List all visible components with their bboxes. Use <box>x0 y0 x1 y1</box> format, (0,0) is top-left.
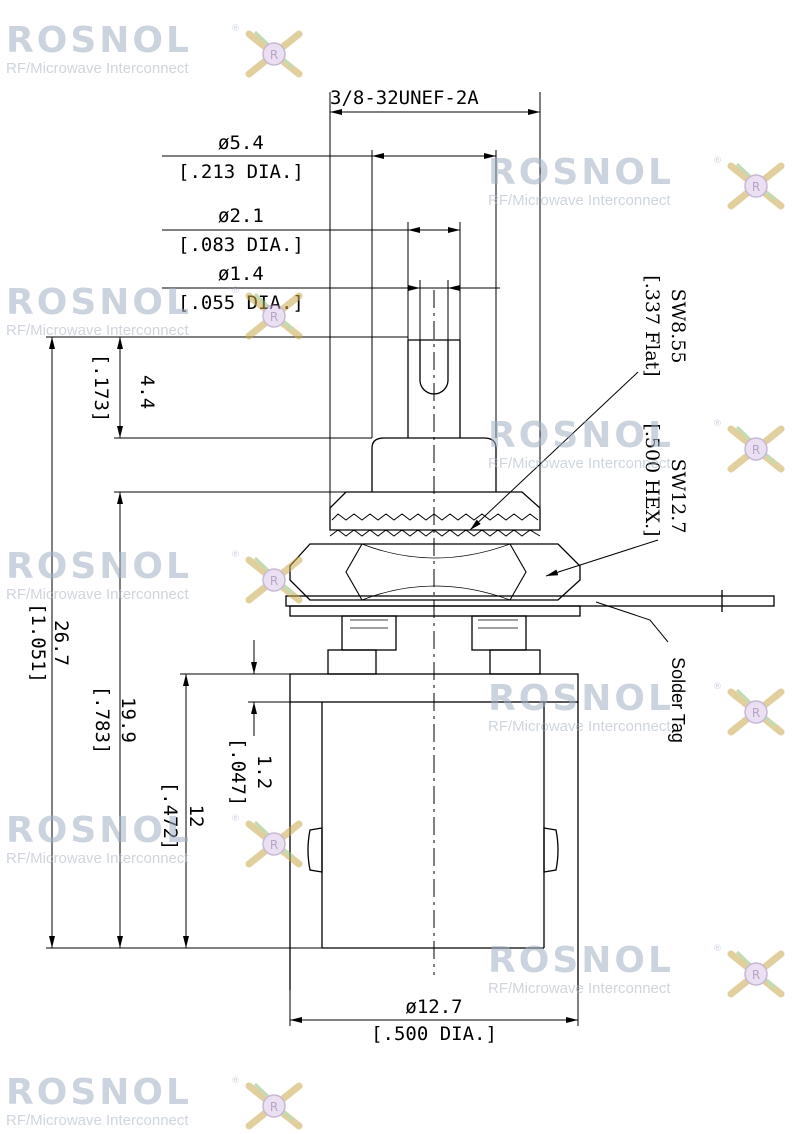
dim-d127-in: [.500 DIA.] <box>371 1023 497 1045</box>
watermark-tagline: RF/Microwave Interconnect <box>488 980 671 997</box>
svg-text:R: R <box>270 1100 278 1114</box>
watermark-registered: ® <box>231 1076 240 1086</box>
dim-d127-mm: ø12.7 <box>405 996 462 1018</box>
body-flange <box>289 673 579 703</box>
dim-h12-in: [.047] <box>227 738 249 807</box>
dim-d21-mm: ø2.1 <box>218 205 264 227</box>
dim-d21-in: [.083 DIA.] <box>178 234 304 256</box>
svg-text:R: R <box>270 310 278 324</box>
body-notch-right <box>543 827 559 873</box>
crossed-star-logo-icon: R <box>245 1082 303 1130</box>
terminal-left-top <box>341 615 397 651</box>
dim-d54-mm: ø5.4 <box>218 132 264 154</box>
watermark-registered: ® <box>713 944 722 954</box>
watermark-registered: ® <box>231 286 240 296</box>
watermark-tagline: RF/Microwave Interconnect <box>488 192 671 209</box>
watermark-tagline: RF/Microwave Interconnect <box>6 586 189 603</box>
thread-body <box>329 491 541 531</box>
crossed-star-logo-icon: R <box>245 30 303 78</box>
crossed-star-logo-icon: R <box>245 556 303 604</box>
watermark-registered: ® <box>231 24 240 34</box>
svg-text:R: R <box>270 574 278 588</box>
watermark-tagline: RF/Microwave Interconnect <box>6 1112 189 1129</box>
watermark-brand: ROSNOL <box>488 678 674 719</box>
dim-h199-mm: 19.9 <box>117 697 139 743</box>
watermark-brand: ROSNOL <box>6 282 192 323</box>
watermark-registered: ® <box>231 814 240 824</box>
pin-collar <box>371 437 497 492</box>
dim-h44-in: [.173] <box>90 354 112 423</box>
svg-text:R: R <box>752 706 760 720</box>
dim-h12b-mm: 12 <box>185 805 207 828</box>
crossed-star-logo-icon: R <box>727 162 785 210</box>
terminal-left-bottom <box>327 649 377 675</box>
svg-text:R: R <box>270 48 278 62</box>
dim-thread: 3/8-32UNEF-2A <box>330 87 479 109</box>
dim-d14-mm: ø1.4 <box>218 263 264 285</box>
watermark-tagline: RF/Microwave Interconnect <box>6 60 189 77</box>
svg-text:R: R <box>752 180 760 194</box>
svg-text:R: R <box>752 968 760 982</box>
thread-teeth <box>331 513 539 521</box>
watermark-tagline: RF/Microwave Interconnect <box>488 718 671 735</box>
watermark-registered: ® <box>713 419 722 429</box>
watermark: ROSNOL ® RF/Microwave Interconnect R <box>0 810 310 872</box>
pin-slot <box>419 340 449 395</box>
crossed-star-logo-icon: R <box>245 292 303 340</box>
dim-h44-mm: 4.4 <box>136 375 158 409</box>
dim-sw855-mm: SW8.55 <box>667 289 689 364</box>
watermark: ROSNOL ® RF/Microwave Interconnect R <box>0 282 310 344</box>
crossed-star-logo-icon: R <box>727 425 785 473</box>
crossed-star-logo-icon: R <box>245 820 303 868</box>
dim-h12b-in: [.472] <box>159 782 181 851</box>
watermark-brand: ROSNOL <box>6 546 192 587</box>
watermark-registered: ® <box>713 156 722 166</box>
watermark: ROSNOL ® RF/Microwave Interconnect R <box>0 1072 310 1134</box>
watermark-brand: ROSNOL <box>488 152 674 193</box>
watermark-tagline: RF/Microwave Interconnect <box>6 850 189 867</box>
watermark-registered: ® <box>713 682 722 692</box>
terminal-right-top <box>471 615 527 651</box>
watermark-brand: ROSNOL <box>6 1072 192 1113</box>
dim-sw127-in: [.500 HEX.] <box>641 423 663 536</box>
dim-h12-mm: 1.2 <box>253 755 275 789</box>
solder-tag-label: Solder Tag <box>668 657 688 743</box>
crossed-star-logo-icon: R <box>727 688 785 736</box>
dimension-texts: 3/8-32UNEF-2A ø5.4 [.213 DIA.] ø2.1 [.08… <box>27 87 689 1045</box>
dim-d54-in: [.213 DIA.] <box>178 161 304 183</box>
body-main <box>289 702 579 990</box>
watermark-brand: ROSNOL <box>488 415 674 456</box>
watermark: ROSNOL ® RF/Microwave Interconnect R <box>482 152 792 214</box>
dim-h267-in: [1.051] <box>27 603 49 683</box>
terminal-right-bottom <box>489 649 541 675</box>
part-outline <box>285 290 775 990</box>
body-notch-left <box>307 827 323 873</box>
watermark: ROSNOL ® RF/Microwave Interconnect R <box>482 415 792 477</box>
watermark-registered: ® <box>231 550 240 560</box>
watermark-brand: ROSNOL <box>6 20 192 61</box>
contact-pin <box>407 340 461 438</box>
dim-sw855-in: [.337 Flat] <box>641 275 663 376</box>
dim-h199-in: [.783] <box>91 686 113 755</box>
hex-nut <box>289 543 581 601</box>
watermark: ROSNOL ® RF/Microwave Interconnect R <box>482 940 792 1002</box>
crossed-star-logo-icon: R <box>727 950 785 998</box>
dim-h267-mm: 26.7 <box>50 620 72 666</box>
watermark-tagline: RF/Microwave Interconnect <box>6 322 189 339</box>
watermark-brand: ROSNOL <box>6 810 192 851</box>
solder-tag-plate <box>285 595 775 607</box>
watermark: ROSNOL ® RF/Microwave Interconnect R <box>0 20 310 82</box>
watermark: ROSNOL ® RF/Microwave Interconnect R <box>0 546 310 608</box>
watermark: ROSNOL ® RF/Microwave Interconnect R <box>482 678 792 740</box>
dim-sw127-mm: SW12.7 <box>667 459 689 534</box>
watermark-tagline: RF/Microwave Interconnect <box>488 455 671 472</box>
svg-text:R: R <box>752 443 760 457</box>
watermark-brand: ROSNOL <box>488 940 674 981</box>
dimension-lines <box>46 92 669 1026</box>
svg-text:R: R <box>270 838 278 852</box>
